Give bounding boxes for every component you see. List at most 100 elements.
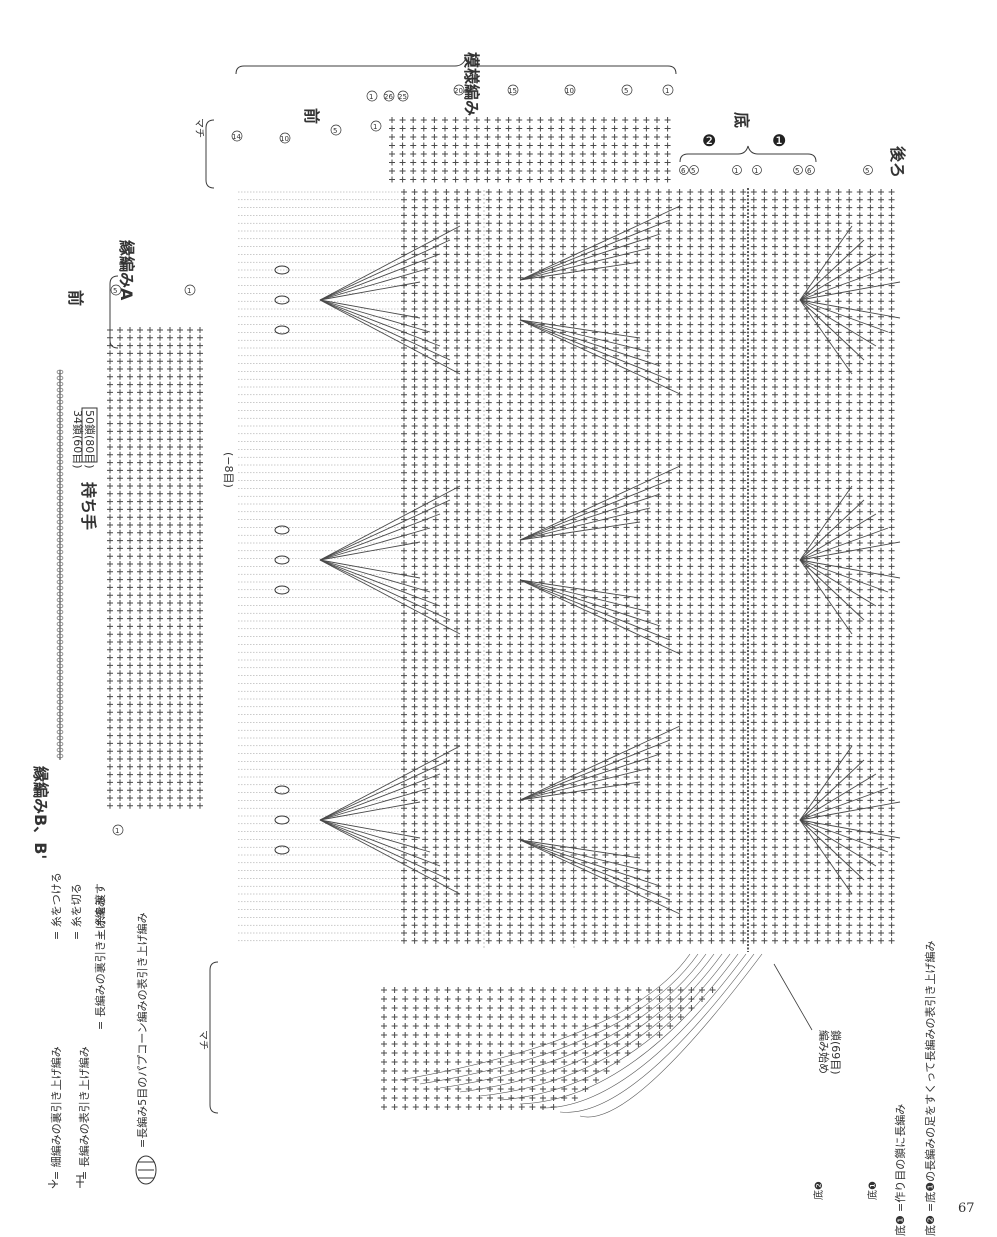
single-crochet-mark	[719, 907, 725, 913]
single-crochet-mark	[772, 852, 778, 858]
single-crochet-mark	[539, 571, 545, 577]
single-crochet-mark	[560, 938, 566, 944]
single-crochet-mark	[528, 860, 534, 866]
single-crochet-mark	[539, 797, 545, 803]
single-crochet-mark	[613, 267, 619, 273]
single-crochet-mark	[825, 719, 831, 725]
single-crochet-mark	[793, 197, 799, 203]
single-crochet-mark	[581, 212, 587, 218]
single-crochet-mark	[761, 704, 767, 710]
single-crochet-mark	[793, 758, 799, 764]
single-crochet-mark	[581, 797, 587, 803]
single-crochet-mark	[825, 236, 831, 242]
single-crochet-mark	[455, 987, 461, 993]
single-crochet-mark	[507, 345, 513, 351]
single-crochet-mark	[549, 813, 555, 819]
single-crochet-mark	[592, 298, 598, 304]
single-crochet-mark	[401, 446, 407, 452]
single-crochet-mark	[730, 501, 736, 507]
single-crochet-mark	[433, 680, 439, 686]
single-crochet-mark	[486, 938, 492, 944]
single-crochet-mark	[814, 337, 820, 343]
single-crochet-mark	[867, 415, 873, 421]
single-crochet-mark	[708, 517, 714, 523]
single-crochet-mark	[433, 220, 439, 226]
single-crochet-mark	[474, 143, 480, 149]
single-crochet-mark	[571, 914, 577, 920]
single-crochet-mark	[751, 649, 757, 655]
single-crochet-mark	[518, 314, 524, 320]
single-crochet-mark	[677, 493, 683, 499]
single-crochet-mark	[592, 852, 598, 858]
single-crochet-mark	[624, 267, 630, 273]
single-crochet-mark	[857, 634, 863, 640]
single-crochet-mark	[507, 384, 513, 390]
single-crochet-mark	[465, 688, 471, 694]
single-crochet-mark	[889, 462, 895, 468]
single-crochet-mark	[783, 836, 789, 842]
single-crochet-mark	[624, 797, 630, 803]
single-crochet-mark	[443, 665, 449, 671]
single-crochet-mark	[528, 930, 534, 936]
single-crochet-mark	[761, 205, 767, 211]
single-crochet-mark	[772, 844, 778, 850]
single-crochet-mark	[655, 306, 661, 312]
single-crochet-mark	[549, 236, 555, 242]
single-crochet-mark	[687, 392, 693, 398]
single-crochet-mark	[836, 891, 842, 897]
single-crochet-mark	[475, 400, 481, 406]
single-crochet-mark	[677, 743, 683, 749]
single-crochet-mark	[486, 267, 492, 273]
single-crochet-mark	[602, 704, 608, 710]
single-crochet-mark	[687, 790, 693, 796]
single-crochet-mark	[836, 719, 842, 725]
single-crochet-mark	[549, 688, 555, 694]
single-crochet-mark	[878, 236, 884, 242]
single-crochet-mark	[613, 275, 619, 281]
single-crochet-mark	[592, 392, 598, 398]
single-crochet-mark	[401, 439, 407, 445]
single-crochet-mark	[814, 212, 820, 218]
single-crochet-mark	[836, 860, 842, 866]
single-crochet-mark	[857, 251, 863, 257]
single-crochet-mark	[654, 126, 660, 132]
single-crochet-mark	[730, 844, 736, 850]
single-crochet-mark	[719, 470, 725, 476]
single-crochet-mark	[443, 712, 449, 718]
single-crochet-mark	[433, 322, 439, 328]
single-crochet-mark	[560, 813, 566, 819]
single-crochet-mark	[857, 509, 863, 515]
single-crochet-mark	[465, 883, 471, 889]
single-crochet-mark	[772, 657, 778, 663]
single-crochet-mark	[571, 657, 577, 663]
single-crochet-mark	[878, 649, 884, 655]
single-crochet-mark	[465, 189, 471, 195]
single-crochet-mark	[878, 727, 884, 733]
single-crochet-mark	[412, 758, 418, 764]
single-crochet-mark	[804, 197, 810, 203]
single-crochet-mark	[645, 813, 651, 819]
single-crochet-mark	[698, 540, 704, 546]
single-crochet-mark	[592, 322, 598, 328]
single-crochet-mark	[687, 501, 693, 507]
single-crochet-mark	[602, 197, 608, 203]
single-crochet-mark	[783, 758, 789, 764]
single-crochet-mark	[560, 361, 566, 367]
single-crochet-mark	[465, 212, 471, 218]
single-crochet-mark	[613, 790, 619, 796]
single-crochet-mark	[634, 283, 640, 289]
single-crochet-mark	[804, 766, 810, 772]
single-crochet-mark	[518, 532, 524, 538]
single-crochet-mark	[804, 844, 810, 850]
single-crochet-mark	[687, 478, 693, 484]
single-crochet-mark	[698, 267, 704, 273]
single-crochet-mark	[666, 719, 672, 725]
single-crochet-mark	[466, 996, 472, 1002]
single-crochet-mark	[804, 439, 810, 445]
single-crochet-mark	[645, 540, 651, 546]
single-crochet-mark	[793, 220, 799, 226]
single-crochet-mark	[783, 704, 789, 710]
single-crochet-mark	[484, 134, 490, 140]
single-crochet-mark	[698, 259, 704, 265]
single-crochet-mark	[443, 485, 449, 491]
